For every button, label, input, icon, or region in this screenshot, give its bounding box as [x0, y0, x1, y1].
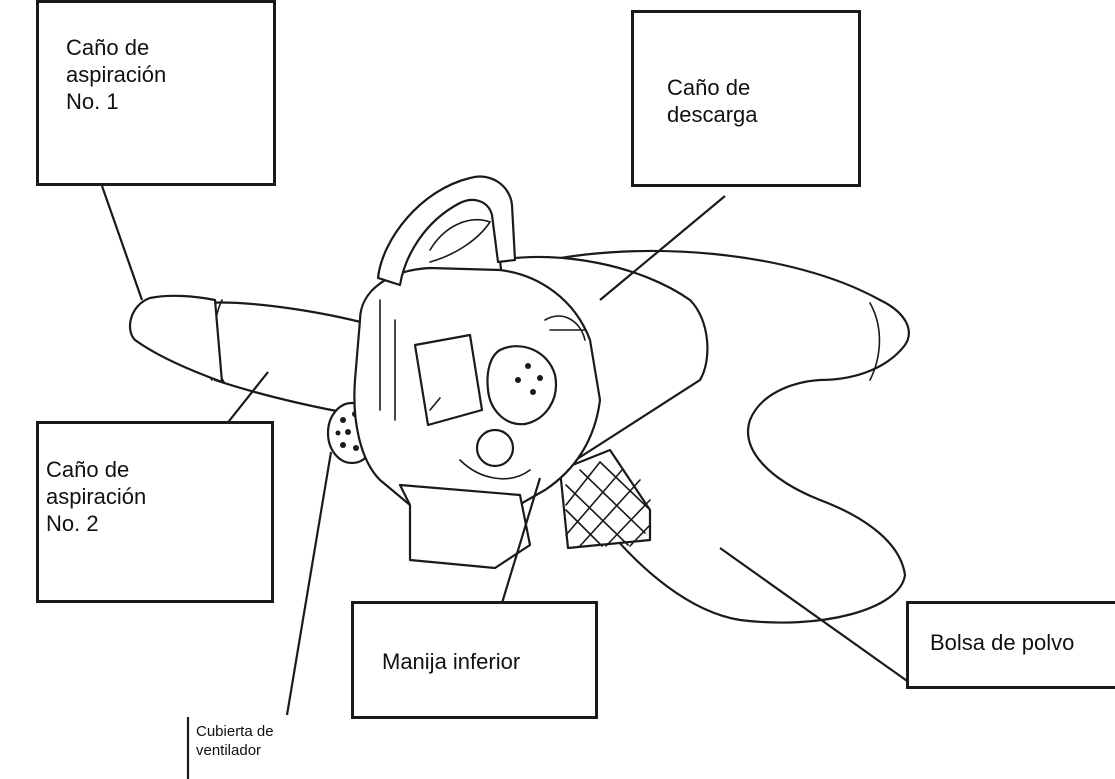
leader-intake-pipe-1	[100, 185, 144, 301]
leader-lower-handle	[500, 477, 542, 604]
dust-bag-label: Bolsa de polvo	[930, 630, 1075, 655]
intake-pipe-1-label: Caño de aspiración No. 1	[66, 35, 167, 114]
lower-handle-label: Manija inferior	[382, 649, 521, 674]
fan-cover-label: Cubierta de ventilador	[196, 723, 274, 759]
intake-pipe-2-box	[36, 421, 274, 603]
leader-fan-cover	[285, 451, 333, 716]
leader-discharge-pipe	[599, 195, 726, 301]
lower-handle-box	[351, 601, 598, 719]
discharge-pipe-label: Caño de descarga	[667, 75, 758, 127]
intake-pipe-1-box	[36, 0, 276, 186]
leader-dust-bag	[719, 547, 911, 684]
dust-bag-box	[906, 601, 1115, 689]
intake-pipe-1-shape	[128, 294, 224, 384]
intake-pipe-2-label: Caño de aspiración No. 2	[46, 457, 147, 536]
discharge-pipe-box	[631, 10, 861, 187]
engine-body-shape	[353, 175, 602, 570]
